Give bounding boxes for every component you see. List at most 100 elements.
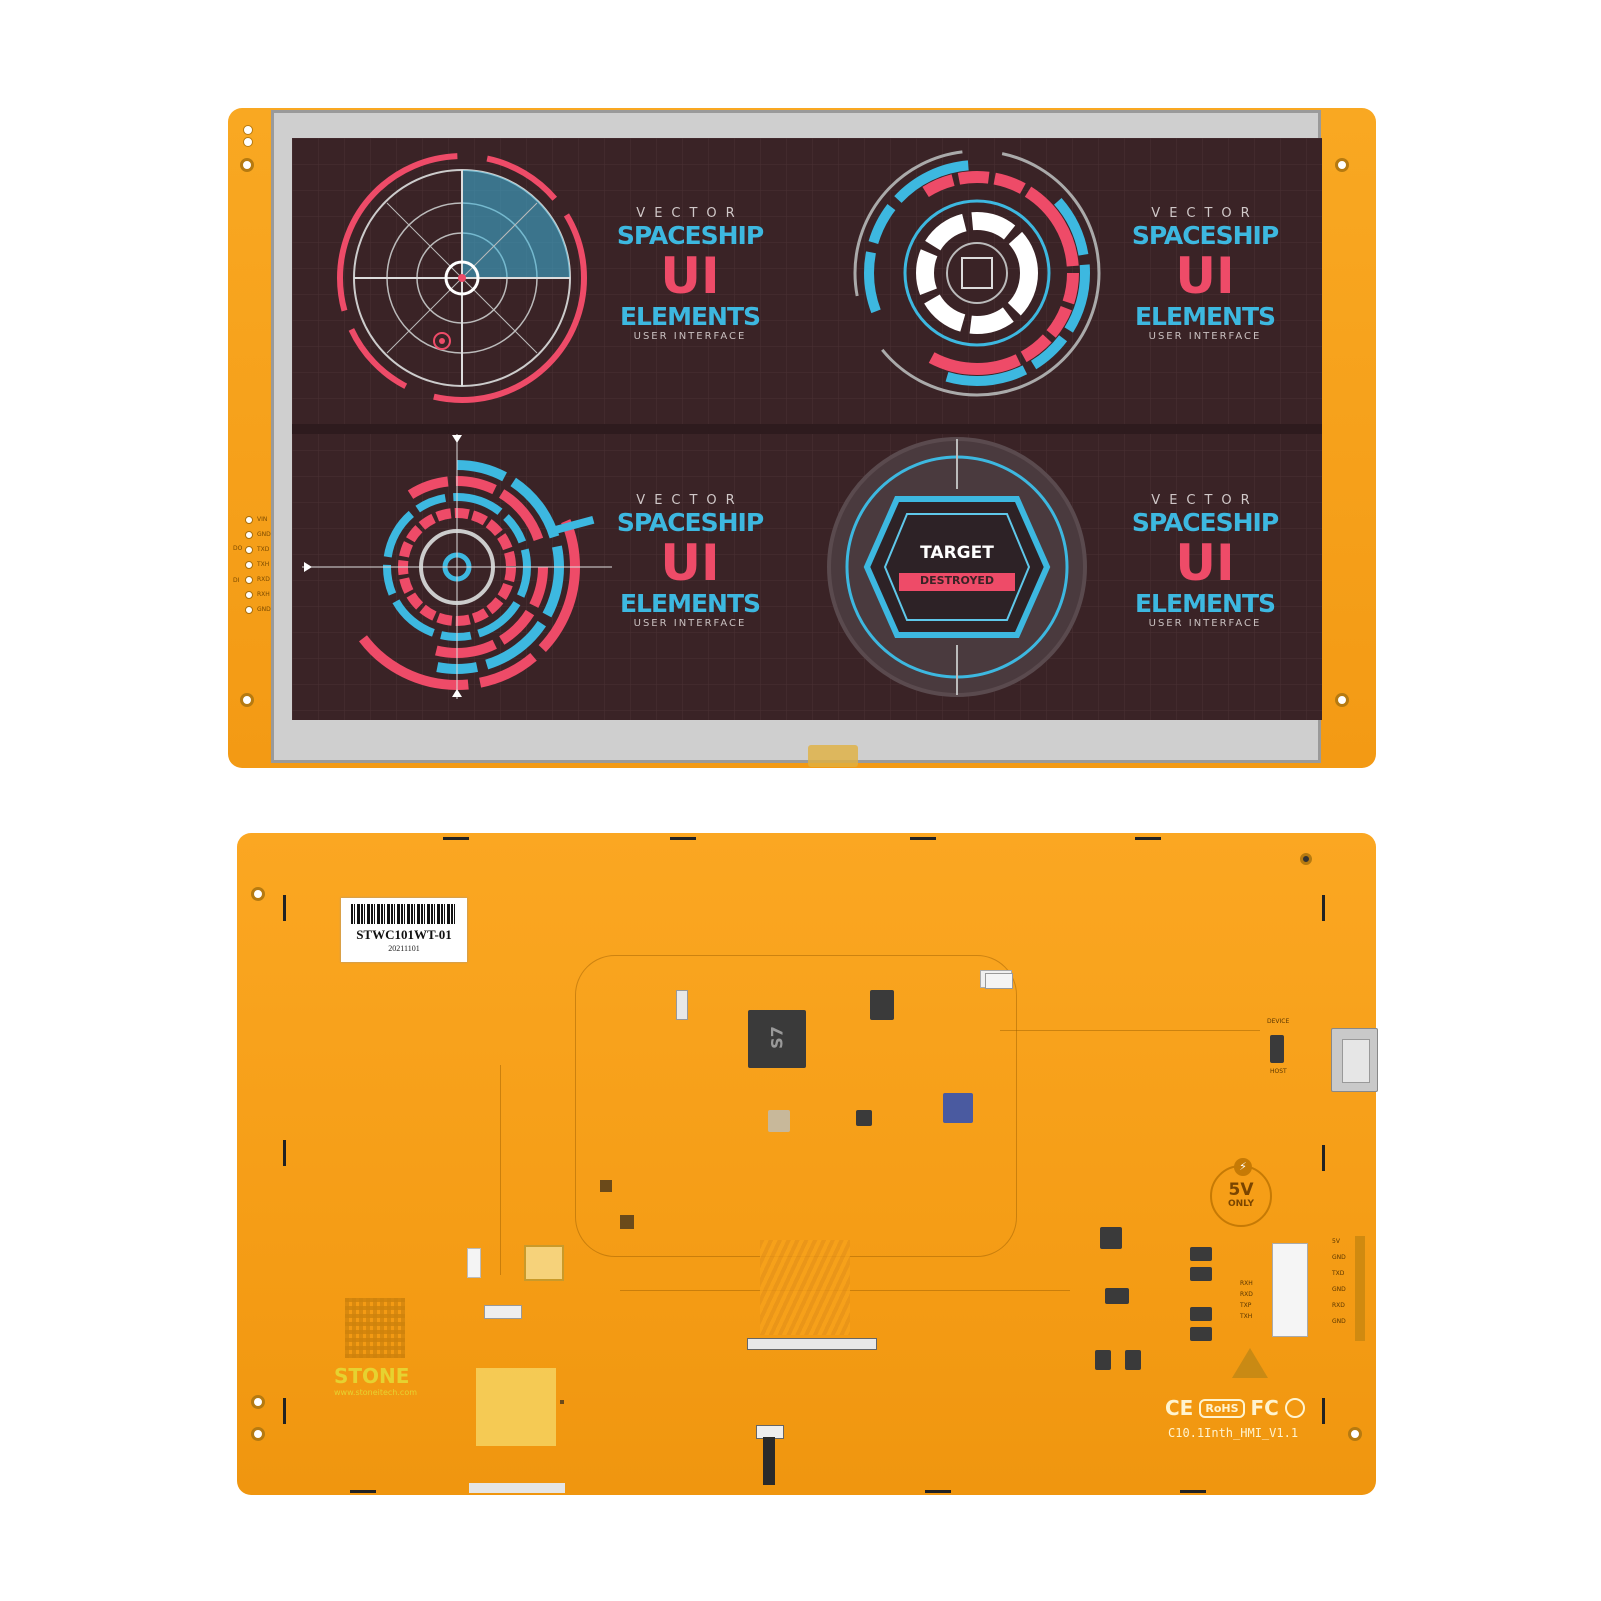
date-label: 20211101 [388, 944, 420, 953]
mount-tab [283, 895, 286, 921]
voltage-badge: ⚡ 5V ONLY [1210, 1158, 1272, 1227]
board-name: C10.1Inth_HMI_V1.1 [1168, 1426, 1299, 1440]
ui-label: UI [660, 534, 720, 592]
power-connector [1272, 1243, 1308, 1337]
ic-chip [1095, 1350, 1111, 1370]
connector-pin-labels: 5V GND TXD GND RXD GND [1332, 1238, 1356, 1334]
voltage-value: 5V [1228, 1180, 1254, 1200]
pcb-trace [1000, 1030, 1260, 1032]
ic-chip [1100, 1227, 1122, 1249]
panel-caption: VECTOR SPACESHIP UI ELEMENTS USER INTERF… [1125, 493, 1285, 629]
pin-header [243, 125, 253, 151]
passive [560, 1400, 564, 1404]
pin-label: GND [1332, 1286, 1346, 1293]
elements-label: ELEMENTS [619, 302, 761, 331]
barcode [351, 904, 457, 924]
side-label: DI [233, 577, 240, 584]
fc-mark: FC [1250, 1396, 1279, 1420]
user-interface-label: USER INTERFACE [1148, 331, 1262, 342]
pin-label: GND [257, 606, 271, 613]
touch-flex-connector [808, 745, 858, 767]
user-interface-label: USER INTERFACE [633, 331, 747, 342]
mount-hole [1300, 853, 1312, 865]
pin-label: GND [257, 531, 271, 538]
ui-label: UI [660, 247, 720, 305]
spaceship-label: SPACESHIP [1131, 508, 1279, 537]
spaceship-label: SPACESHIP [616, 221, 764, 250]
fpc-connector [484, 1305, 522, 1319]
ui-panel-target: TARGET DESTROYED VECTOR SPACESHIP UI ELE… [807, 429, 1322, 720]
mount-hole [1348, 1427, 1362, 1441]
adhesive-pad [476, 1368, 556, 1446]
certification-row: CE RoHS FC [1165, 1396, 1305, 1420]
pin-label: TXD [1332, 1270, 1345, 1277]
panel-caption: VECTOR SPACESHIP UI ELEMENTS USER INTERF… [610, 206, 770, 342]
uart-pin-labels: VIN GND TXD TXH RXD RXH GND [245, 512, 275, 617]
mount-hole [251, 1427, 265, 1441]
mount-tab [1322, 1145, 1325, 1171]
brand-logo: STONE [334, 1364, 410, 1388]
inductor [1190, 1247, 1212, 1261]
ic-chip [856, 1110, 872, 1126]
mount-tab [925, 1490, 951, 1493]
elements-label: ELEMENTS [1134, 589, 1276, 618]
pin-label: GND [1332, 1254, 1346, 1261]
bottom-cutout [469, 1483, 565, 1493]
vector-label: VECTOR [636, 206, 744, 221]
mount-tab [1135, 837, 1161, 840]
inductor [1190, 1307, 1212, 1321]
ic-chip [1125, 1350, 1141, 1370]
lcd-fpc-connector [747, 1338, 877, 1350]
mount-tab [283, 1140, 286, 1166]
pin-label: RXD [257, 576, 270, 583]
spaceship-label: SPACESHIP [1131, 221, 1279, 250]
pin-label: RXD [1240, 1291, 1253, 1298]
ic-chip [870, 990, 894, 1020]
usb-device-label: DEVICE [1267, 1018, 1290, 1025]
pb-free-icon [1284, 1398, 1305, 1418]
mount-tab [1322, 895, 1325, 921]
touch-flex-cable [763, 1437, 775, 1485]
passive [676, 990, 688, 1020]
mount-hole [1335, 693, 1349, 707]
mount-hole [240, 158, 254, 172]
pin-label: 5V [1332, 1238, 1340, 1245]
website-label: www.stoneitech.com [334, 1388, 418, 1397]
mount-tab [1180, 1490, 1206, 1493]
pin-label: RXH [257, 591, 270, 598]
pin-label: TXP [1240, 1302, 1252, 1309]
soc-chip: S7 [748, 1010, 806, 1068]
usb-host-label: HOST [1270, 1068, 1287, 1075]
target-label: TARGET [920, 543, 994, 563]
vector-label: VECTOR [1151, 206, 1259, 221]
pin-header-right [1355, 1236, 1365, 1341]
esd-warning-icon [1232, 1348, 1268, 1378]
user-interface-label: USER INTERFACE [1148, 618, 1262, 629]
pin-label: VIN [257, 516, 268, 523]
passive [620, 1215, 634, 1229]
vector-label: VECTOR [636, 493, 744, 508]
usb-port [1331, 1028, 1378, 1092]
inductor [1190, 1267, 1212, 1281]
mount-hole [1335, 158, 1349, 172]
elements-label: ELEMENTS [619, 589, 761, 618]
model-label: STWC101WT-01 [356, 927, 452, 942]
passive [600, 1180, 612, 1192]
ic-chip [943, 1093, 973, 1123]
ce-mark: CE [1165, 1396, 1194, 1420]
chip-marking: S7 [767, 1026, 787, 1049]
test-pad [467, 1248, 481, 1278]
mount-hole [251, 887, 265, 901]
pin-label: TXH [1240, 1313, 1253, 1320]
pin-label: TXH [257, 561, 270, 568]
mount-hole [240, 693, 254, 707]
vector-label: VECTOR [1151, 493, 1259, 508]
pin-label: GND [1332, 1318, 1346, 1325]
ui-label: UI [1175, 247, 1235, 305]
lightning-icon: ⚡ [1234, 1158, 1252, 1176]
battery-pad [524, 1245, 564, 1281]
connector-side-labels: RXH RXD TXP TXH [1240, 1280, 1264, 1324]
mount-tab [443, 837, 469, 840]
panel-caption: VECTOR SPACESHIP UI ELEMENTS USER INTERF… [610, 493, 770, 629]
ic-chip [1105, 1288, 1129, 1304]
